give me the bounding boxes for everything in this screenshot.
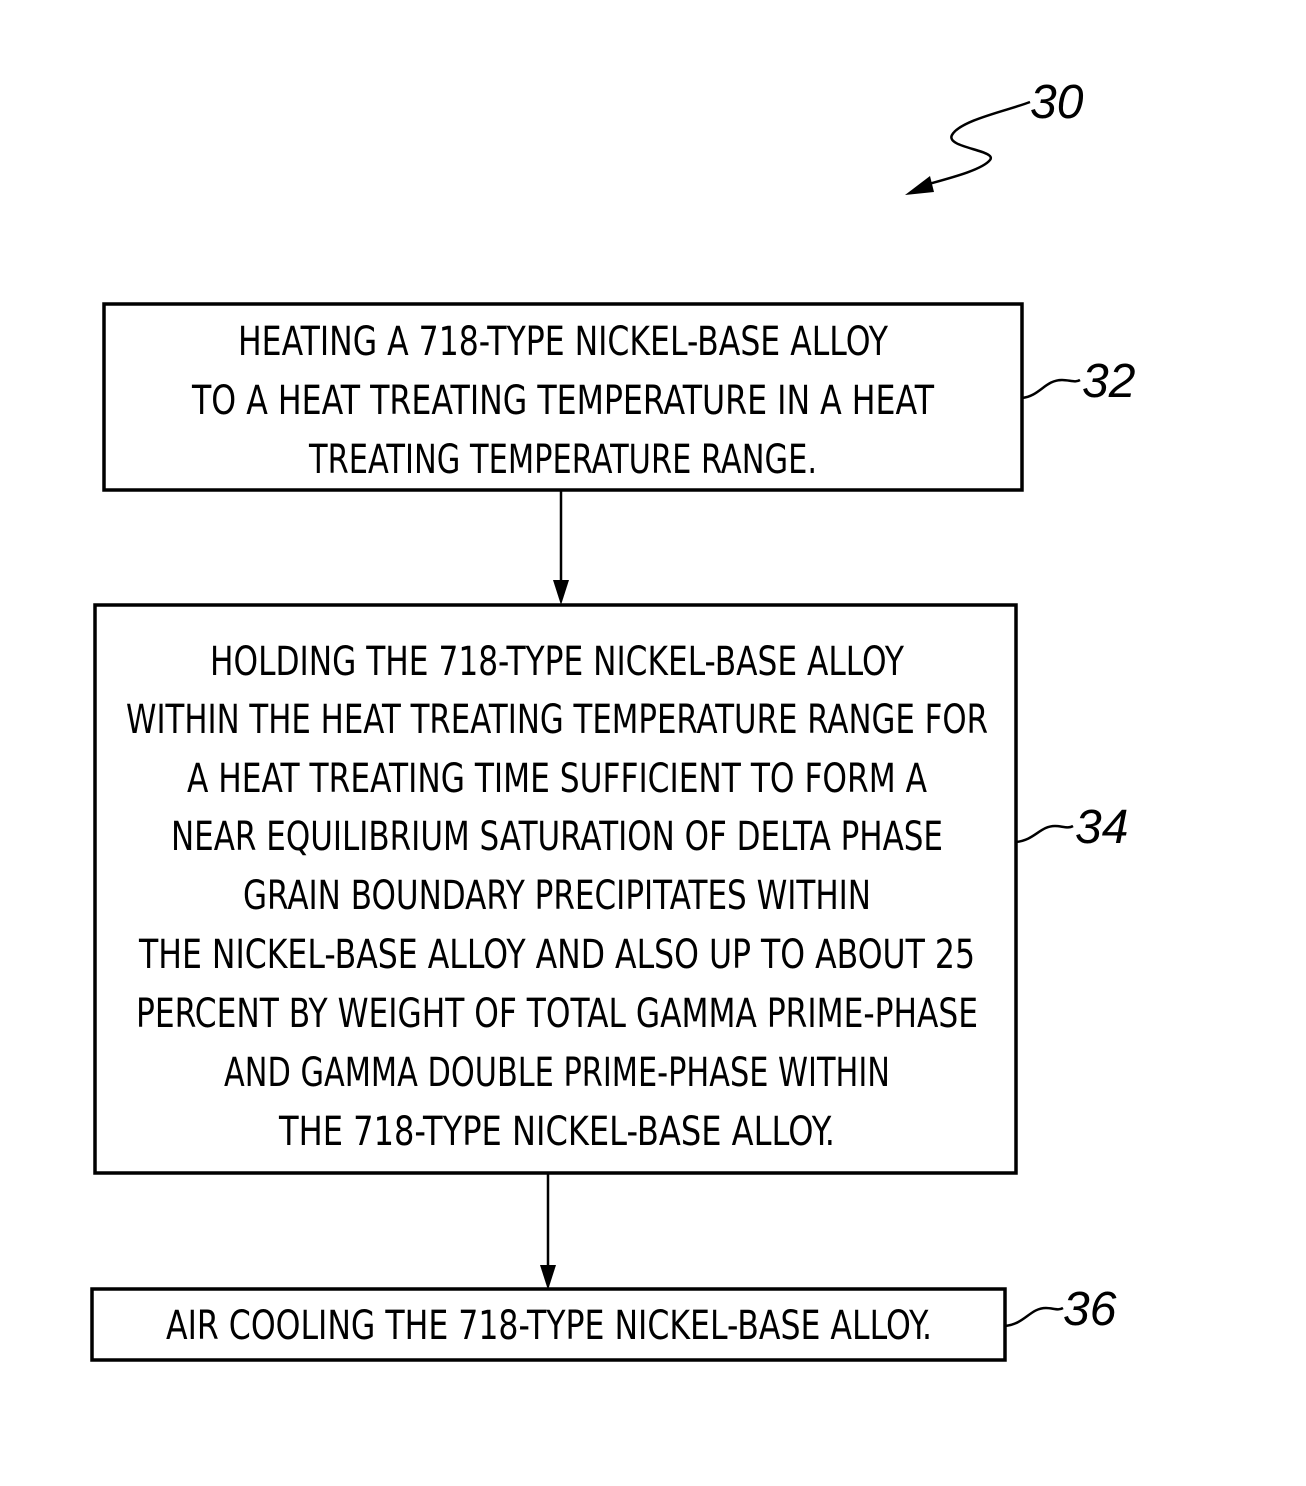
step-ref-34-leader <box>1016 826 1073 842</box>
step-ref-34: 34 <box>1016 801 1128 854</box>
step-ref-36-leader <box>1005 1308 1063 1326</box>
step-box-34: HOLDING THE 718-TYPE NICKEL-BASE ALLOY W… <box>95 605 1016 1173</box>
step-box-36-line-1: AIR COOLING THE 718-TYPE NICKEL-BASE ALL… <box>166 1303 932 1349</box>
connector-34-36 <box>540 1173 556 1290</box>
step-ref-36: 36 <box>1005 1283 1117 1336</box>
figure-reference-squiggle <box>925 102 1030 185</box>
step-ref-36-label: 36 <box>1063 1283 1117 1336</box>
step-box-32: HEATING A 718-TYPE NICKEL-BASE ALLOY TO … <box>104 304 1022 490</box>
step-box-34-line-6: THE NICKEL-BASE ALLOY AND ALSO UP TO ABO… <box>138 932 975 978</box>
step-box-34-line-3: A HEAT TREATING TIME SUFFICIENT TO FORM … <box>187 756 927 802</box>
step-ref-32: 32 <box>1022 355 1135 408</box>
step-box-32-line-3: TREATING TEMPERATURE RANGE. <box>308 437 817 483</box>
step-box-34-line-4: NEAR EQUILIBRIUM SATURATION OF DELTA PHA… <box>171 814 943 860</box>
figure-reference-arrowhead <box>905 176 934 195</box>
step-box-34-line-1: HOLDING THE 718-TYPE NICKEL-BASE ALLOY <box>210 639 904 685</box>
figure-reference-label: 30 <box>1030 76 1084 129</box>
figure-reference: 30 <box>905 76 1084 195</box>
step-box-32-line-2: TO A HEAT TREATING TEMPERATURE IN A HEAT <box>191 378 934 424</box>
step-box-34-line-2: WITHIN THE HEAT TREATING TEMPERATURE RAN… <box>126 697 988 743</box>
step-box-34-line-5: GRAIN BOUNDARY PRECIPITATES WITHIN <box>243 873 871 919</box>
step-ref-34-label: 34 <box>1075 801 1128 854</box>
step-box-36: AIR COOLING THE 718-TYPE NICKEL-BASE ALL… <box>92 1289 1005 1360</box>
step-box-34-line-9: THE 718-TYPE NICKEL-BASE ALLOY. <box>278 1109 835 1155</box>
step-ref-32-label: 32 <box>1082 355 1135 408</box>
step-box-32-line-1: HEATING A 718-TYPE NICKEL-BASE ALLOY <box>238 319 888 365</box>
connector-32-34-arrowhead <box>553 580 569 605</box>
connector-34-36-arrowhead <box>540 1265 556 1290</box>
step-box-34-line-8: AND GAMMA DOUBLE PRIME-PHASE WITHIN <box>224 1050 890 1096</box>
step-ref-32-leader <box>1022 380 1080 398</box>
step-box-34-line-7: PERCENT BY WEIGHT OF TOTAL GAMMA PRIME-P… <box>136 991 978 1037</box>
connector-32-34 <box>553 490 569 605</box>
